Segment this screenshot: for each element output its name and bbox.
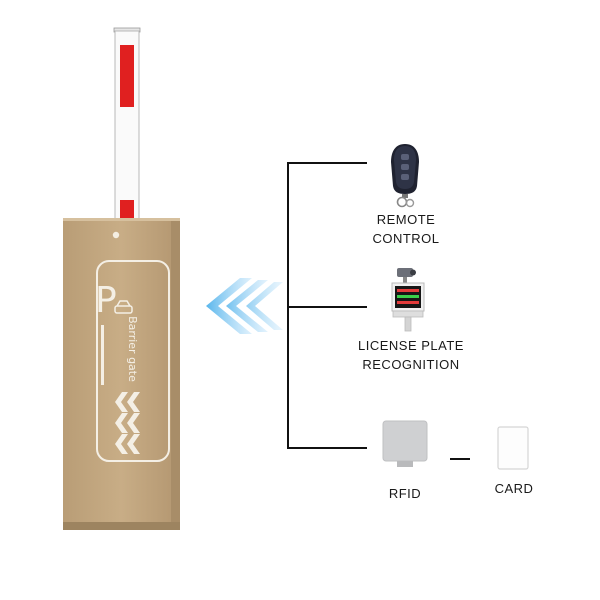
- lpr-label-line2: RECOGNITION: [362, 357, 460, 372]
- remote-control-label: REMOTE CONTROL: [336, 210, 476, 248]
- lpr-label: LICENSE PLATE RECOGNITION: [326, 336, 496, 374]
- rfid-reader-icon: [382, 420, 428, 467]
- connector-lpr: [287, 306, 367, 308]
- barrier-gate-illustration: [63, 27, 180, 530]
- connector-remote: [287, 162, 367, 164]
- boom-arm: [113, 27, 141, 222]
- card-label: CARD: [494, 481, 534, 496]
- connector-rfid: [287, 447, 367, 449]
- lpr-camera-display-icon: [391, 268, 425, 332]
- car-key-fob-icon: [391, 144, 419, 208]
- signal-arrows: [206, 278, 283, 334]
- signal-arrow-3: [246, 282, 283, 330]
- signal-arrow-2: [226, 280, 268, 332]
- card-icon: [497, 426, 529, 470]
- barrier-gate: P Barrier gate: [58, 25, 188, 535]
- rfid-label: RFID: [388, 486, 422, 501]
- remote-control-label-line1: REMOTE: [376, 212, 436, 227]
- lpr-label-line1: LICENSE PLATE: [358, 338, 464, 353]
- connector-rfid-card: [450, 458, 470, 460]
- panel-chevrons: [115, 392, 140, 454]
- gate-cabinet: [63, 218, 180, 530]
- barrier-gate-label: Barrier gate: [126, 316, 139, 382]
- remote-control-label-line2: CONTROL: [372, 231, 440, 246]
- signal-arrow-1: [206, 278, 252, 334]
- parking-symbol: P: [95, 280, 117, 321]
- connector-vertical: [287, 162, 289, 449]
